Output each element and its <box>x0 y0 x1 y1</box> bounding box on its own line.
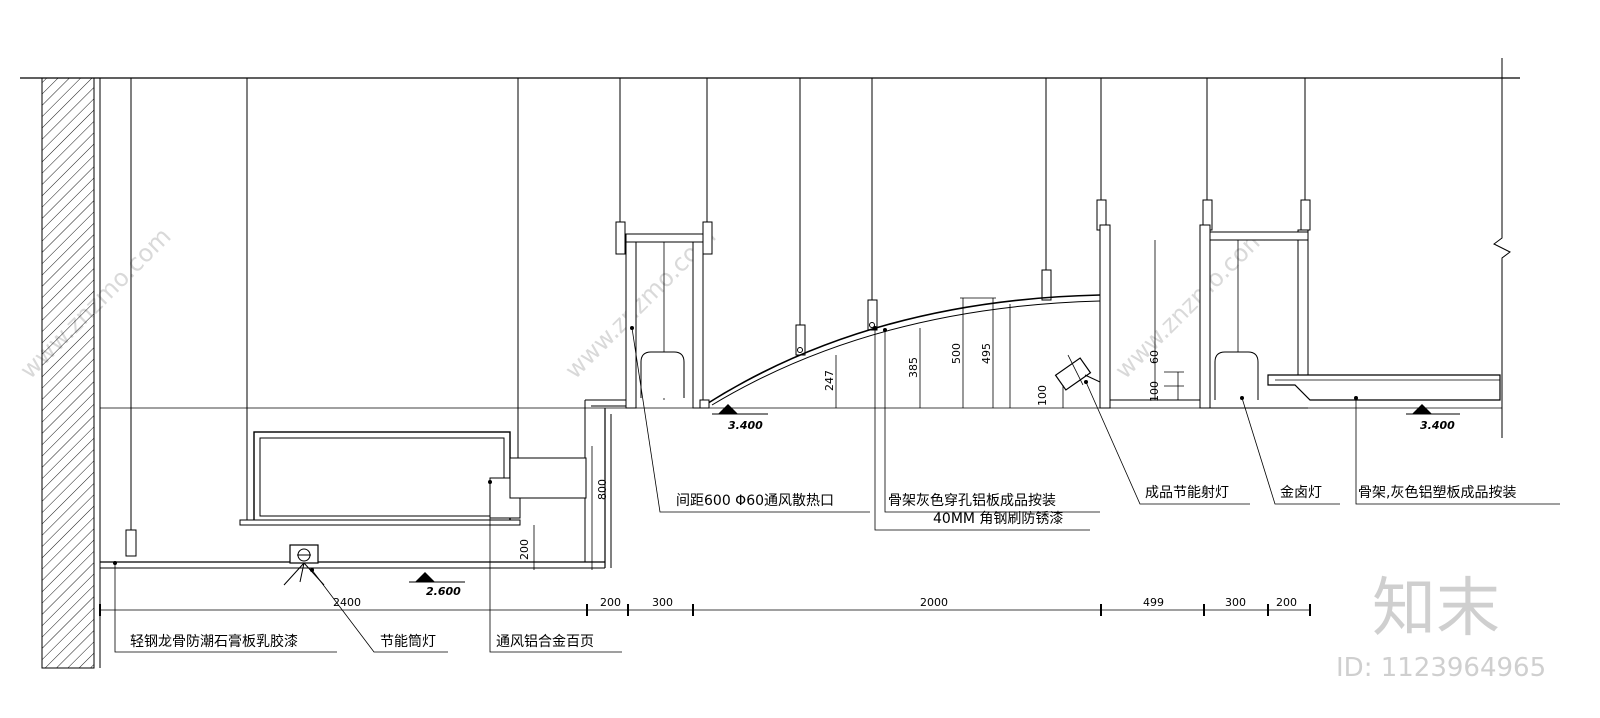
right-box-frame <box>1099 224 1309 409</box>
dim-385: 385 <box>907 357 920 378</box>
label-plastic-panel: 骨架,灰色铝塑板成品按装 <box>1358 484 1516 501</box>
dim-800: 800 <box>596 479 609 500</box>
right-break-line <box>1493 58 1511 438</box>
leader-lines <box>114 327 1560 653</box>
downlight-fixture <box>283 544 325 586</box>
brand-logo-text: 知末 <box>1372 572 1500 646</box>
level-markers: 3.400 3.400 2.600 <box>409 404 1460 598</box>
label-spotlight: 成品节能射灯 <box>1145 485 1229 501</box>
annotation-labels: 间距600 Φ60通风散热口 骨架灰色穿孔铝板成品按装 40MM 角钢刷防锈漆 … <box>130 484 1516 650</box>
label-louver: 通风铝合金百页 <box>496 634 594 650</box>
dim-200-b: 200 <box>1276 596 1297 609</box>
curved-panel <box>699 294 1101 409</box>
label-perforated-panel: 骨架灰色穿孔铝板成品按装 <box>888 492 1056 509</box>
label-angle-steel: 40MM 角钢刷防锈漆 <box>933 511 1063 527</box>
dim-300-a: 300 <box>652 596 673 609</box>
gypsum-ceiling <box>100 399 626 569</box>
dim-100-box: 100 <box>1148 381 1161 402</box>
left-box-frame <box>625 233 704 409</box>
label-gypsum-board: 轻钢龙骨防潮石膏板乳胶漆 <box>130 633 298 650</box>
label-vent-holes: 间距600 Φ60通风散热口 <box>676 493 834 509</box>
vertical-dimensions <box>533 297 1184 570</box>
vertical-dimension-labels: 800 200 247 385 500 495 100 60 100 <box>518 343 1161 560</box>
brand-id-text: ID: 1123964965 <box>1336 653 1546 683</box>
dim-2000: 2000 <box>920 596 948 609</box>
leader-dots <box>113 326 1358 572</box>
dim-60-box: 60 <box>1148 350 1161 364</box>
level-right-top: 3.400 <box>1420 419 1455 432</box>
dim-300-b: 300 <box>1225 596 1246 609</box>
dim-100-light: 100 <box>1036 385 1049 406</box>
dim-2400: 2400 <box>333 596 361 609</box>
right-panel <box>1267 374 1501 401</box>
spotlight-fixture <box>1054 354 1101 391</box>
dim-500: 500 <box>950 343 963 364</box>
watermark-1: www.znzmo.com <box>14 222 176 384</box>
dim-200-a: 200 <box>600 596 621 609</box>
brand-mark: 知末 ID: 1123964965 <box>1336 572 1546 683</box>
ac-unit <box>239 431 587 526</box>
level-bottom: 2.600 <box>426 585 461 598</box>
horizontal-dimension-chain: 2400 200 300 2000 499 300 200 <box>99 596 1311 616</box>
dim-200-v: 200 <box>518 539 531 560</box>
dim-499: 499 <box>1143 596 1164 609</box>
level-left-top: 3.400 <box>728 419 763 432</box>
label-downlight: 节能筒灯 <box>380 633 436 650</box>
hanger-rods <box>130 78 1306 535</box>
label-halide-lamp: 金卤灯 <box>1280 485 1322 501</box>
dim-495: 495 <box>980 343 993 364</box>
left-wall <box>41 77 101 669</box>
dim-247: 247 <box>823 370 836 391</box>
